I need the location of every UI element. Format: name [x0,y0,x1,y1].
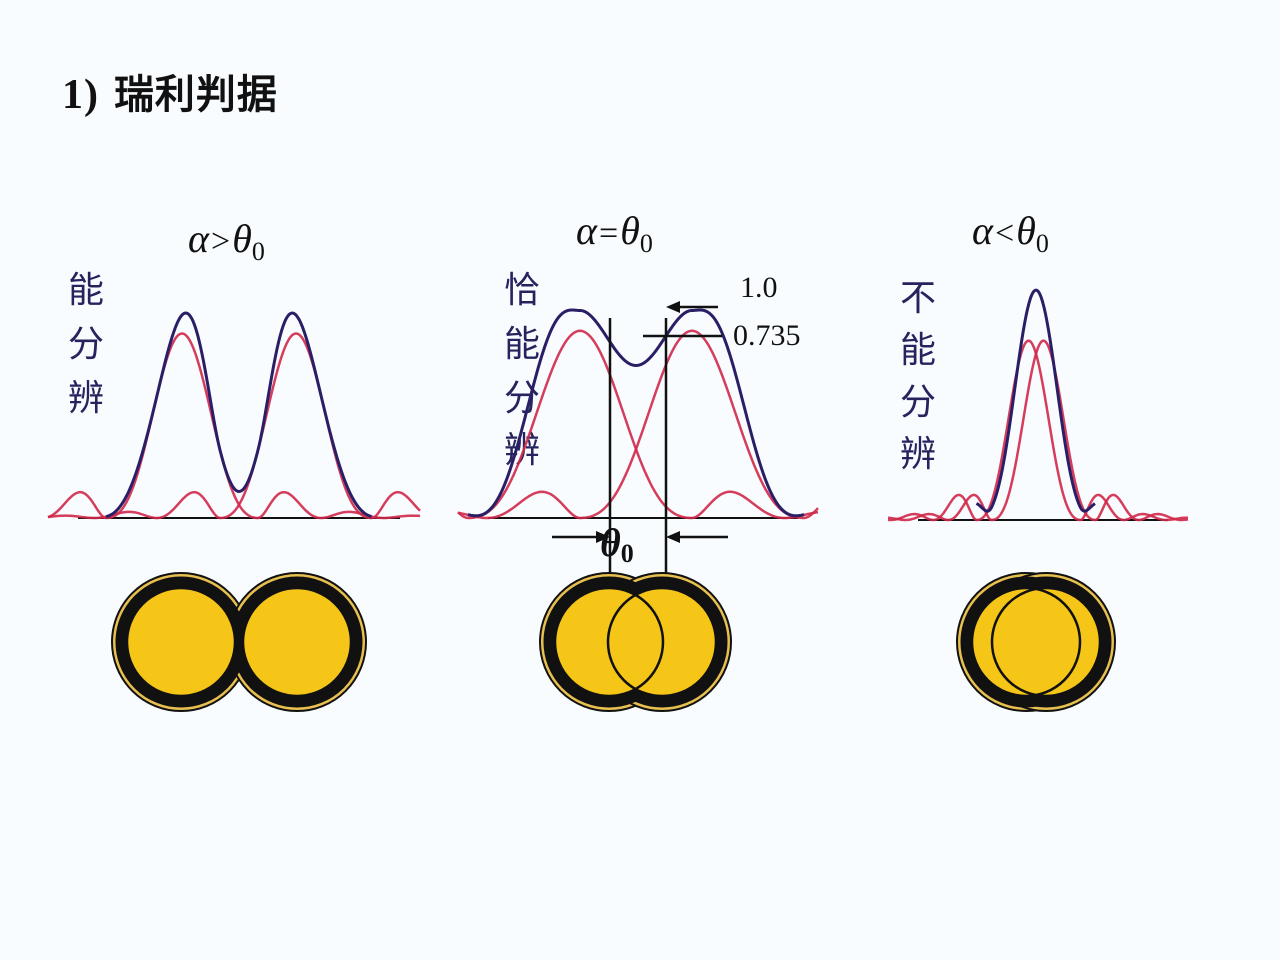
svg-text:辨: 辨 [504,430,540,471]
arrow-left-icon [666,301,680,313]
panel-resolvable: α>θ0 能 分 辨 [47,216,421,520]
title-text: 瑞利判据 [113,72,278,118]
arrow-right-icon [596,531,610,543]
svg-text:能: 能 [900,330,936,371]
svg-text:分: 分 [68,324,104,365]
svg-text:分: 分 [900,382,936,423]
svg-text:不: 不 [900,278,936,319]
single-source-curve-left [457,329,819,520]
svg-text:恰: 恰 [504,270,540,311]
airy-disc-resolvable [111,572,367,712]
single-source-curve-right [887,339,1189,522]
svg-text:能: 能 [504,324,540,365]
condition-label-just-resolvable: α=θ0 [576,208,653,258]
condition-label-unresolvable: α<θ0 [972,208,1049,258]
peak-annotation: 1.0 [666,271,778,313]
side-label-unresolvable: 不 能 分 辨 [900,278,936,475]
arrow-left-icon [666,531,680,543]
intensity-curves-unresolvable [887,288,1189,522]
dip-annotation: 0.735 [643,319,801,352]
combined-intensity-curve [105,311,372,519]
side-label-resolvable: 能 分 辨 [68,270,104,419]
airy-disc-patterns [111,572,1116,712]
combined-intensity-curve [467,308,805,518]
condition-label-resolvable: α>θ0 [188,216,265,266]
airy-disc-just-resolvable [539,572,732,712]
side-label-just-resolvable: 恰 能 分 辨 [504,270,540,471]
svg-text:辨: 辨 [68,378,104,419]
theta0-label: θ0 [600,520,634,568]
peak-value-label: 1.0 [740,271,778,304]
title-number: 1) [62,72,99,118]
svg-text:能: 能 [68,270,104,311]
airy-disc-unresolvable [956,572,1116,712]
single-source-curve-right [457,329,819,520]
panel-just-resolvable: α=θ0 恰 能 分 辨 1.0 0.735 θ0 [457,208,819,690]
intensity-curves-just-resolvable [457,308,819,520]
svg-text:辨: 辨 [900,434,936,475]
intensity-curves-resolvable [47,311,421,520]
single-source-curve-left [887,339,1188,522]
page-title: 1) 瑞利判据 [62,62,278,120]
panel-unresolvable: α<θ0 不 能 分 辨 [887,208,1189,522]
dip-value-label: 0.735 [733,319,801,352]
combined-intensity-curve [975,288,1096,513]
